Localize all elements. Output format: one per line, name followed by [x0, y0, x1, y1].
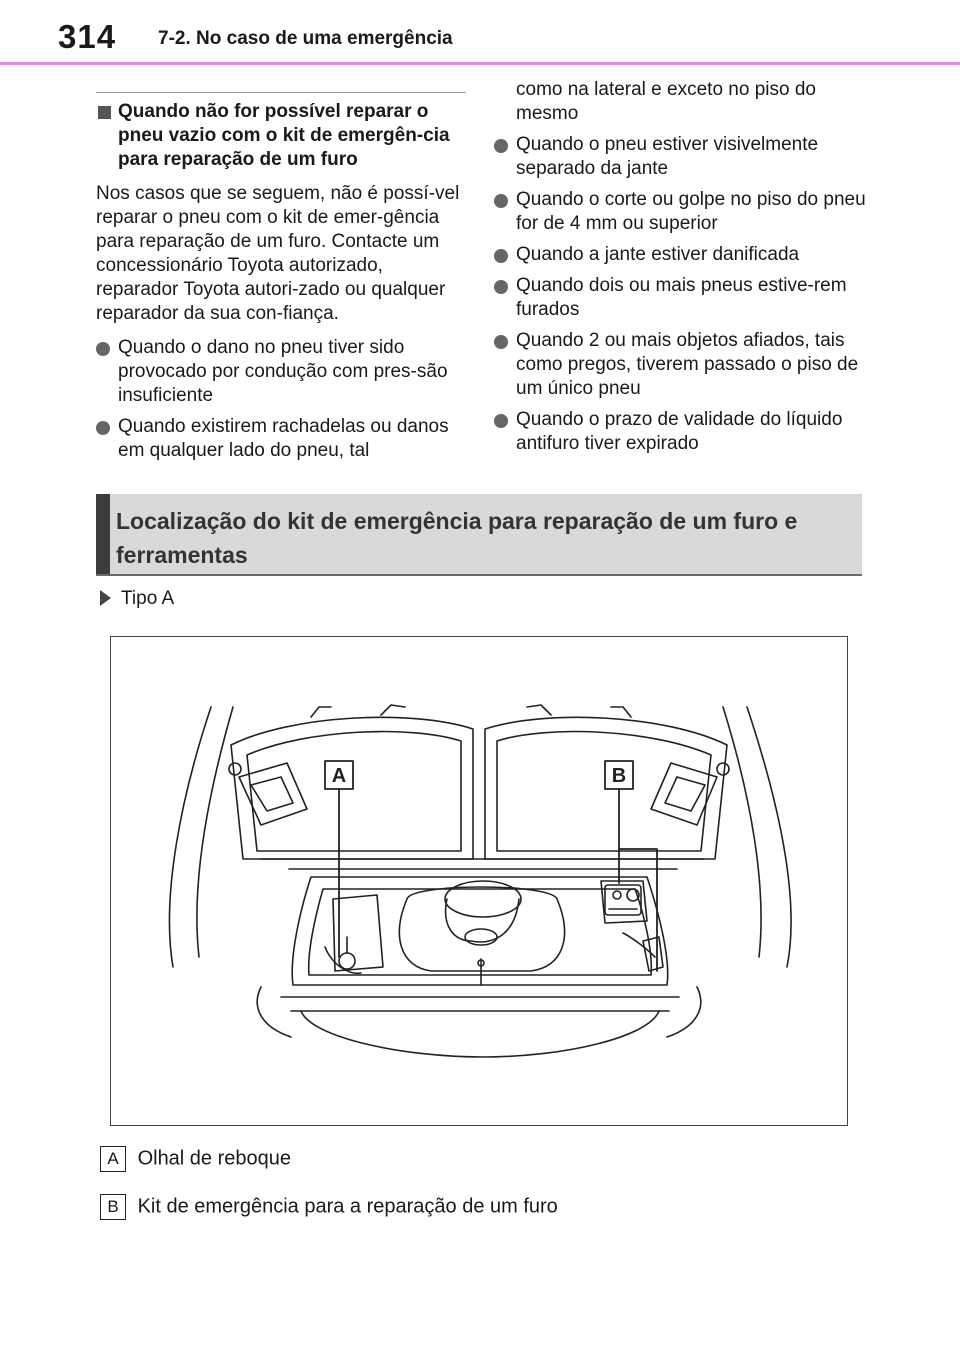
list-item-text: Quando o pneu estiver visivelmente separ… [516, 134, 819, 179]
bullet-dot-icon [494, 139, 508, 153]
list-item-text: Quando existirem rachadelas ou danos em … [118, 416, 449, 461]
banner-underline [96, 574, 862, 576]
bullet-dot-icon [96, 421, 110, 435]
section-banner: Localização do kit de emergência para re… [96, 494, 862, 576]
triangle-arrow-icon [100, 590, 111, 606]
legend-item: A Olhal de reboque [100, 1144, 291, 1172]
subheading-text: Quando não for possível reparar o pneu v… [118, 101, 450, 170]
legend-key: B [100, 1193, 126, 1220]
list-item: Quando o prazo de validade do líquido an… [494, 408, 866, 456]
trunk-illustration: A B [110, 636, 848, 1126]
subheading: Quando não for possível reparar o pneu v… [96, 100, 466, 172]
list-item-continuation: como na lateral e exceto no piso do mesm… [516, 79, 816, 124]
trunk-line-drawing: A B [168, 704, 792, 1058]
banner-title: Localização do kit de emergência para re… [116, 508, 798, 568]
bullet-dot-icon [494, 335, 508, 349]
list-item: Quando 2 ou mais objetos afiados, tais c… [494, 329, 866, 401]
section-title: 7-2. No caso de uma emergência [158, 28, 453, 49]
list-item: Quando o dano no pneu tiver sido provoca… [96, 336, 466, 408]
list-item-text: Quando dois ou mais pneus estive-rem fur… [516, 275, 847, 320]
list-item: Quando o pneu estiver visivelmente separ… [494, 133, 866, 181]
list-item-text: Quando o corte ou golpe no piso do pneu … [516, 189, 866, 234]
left-column: Quando não for possível reparar o pneu v… [96, 92, 466, 470]
callout-b: B [612, 765, 626, 787]
legend-item: B Kit de emergência para a reparação de … [100, 1192, 558, 1220]
type-label: Tipo A [100, 588, 174, 610]
column-divider [96, 92, 466, 93]
list-item: Quando existirem rachadelas ou danos em … [96, 415, 466, 463]
bullet-dot-icon [494, 194, 508, 208]
intro-paragraph: Nos casos que se seguem, não é possí-vel… [96, 183, 460, 324]
square-bullet-icon [98, 106, 111, 119]
bullet-dot-icon [494, 249, 508, 263]
header-divider [0, 62, 960, 65]
page-header: 314 7-2. No caso de uma emergência [0, 0, 960, 66]
bullet-dot-icon [494, 414, 508, 428]
list-item-text: Quando a jante estiver danificada [516, 244, 800, 265]
page-number: 314 [58, 18, 117, 55]
list-item: Quando a jante estiver danificada [494, 243, 866, 267]
banner-accent-bar [96, 494, 110, 576]
list-item-text: Quando 2 ou mais objetos afiados, tais c… [516, 330, 859, 399]
right-column: como na lateral e exceto no piso do mesm… [494, 78, 866, 463]
list-item: Quando dois ou mais pneus estive-rem fur… [494, 274, 866, 322]
bullet-dot-icon [96, 342, 110, 356]
type-label-text: Tipo A [121, 588, 175, 609]
legend-text: Olhal de reboque [137, 1147, 292, 1170]
list-item-text: Quando o dano no pneu tiver sido provoca… [118, 337, 448, 406]
callout-a: A [332, 765, 346, 787]
bullet-dot-icon [494, 280, 508, 294]
legend-text: Kit de emergência para a reparação de um… [137, 1195, 558, 1218]
legend-key: A [100, 1145, 126, 1172]
list-item: Quando o corte ou golpe no piso do pneu … [494, 188, 866, 236]
list-item-text: Quando o prazo de validade do líquido an… [516, 409, 843, 454]
